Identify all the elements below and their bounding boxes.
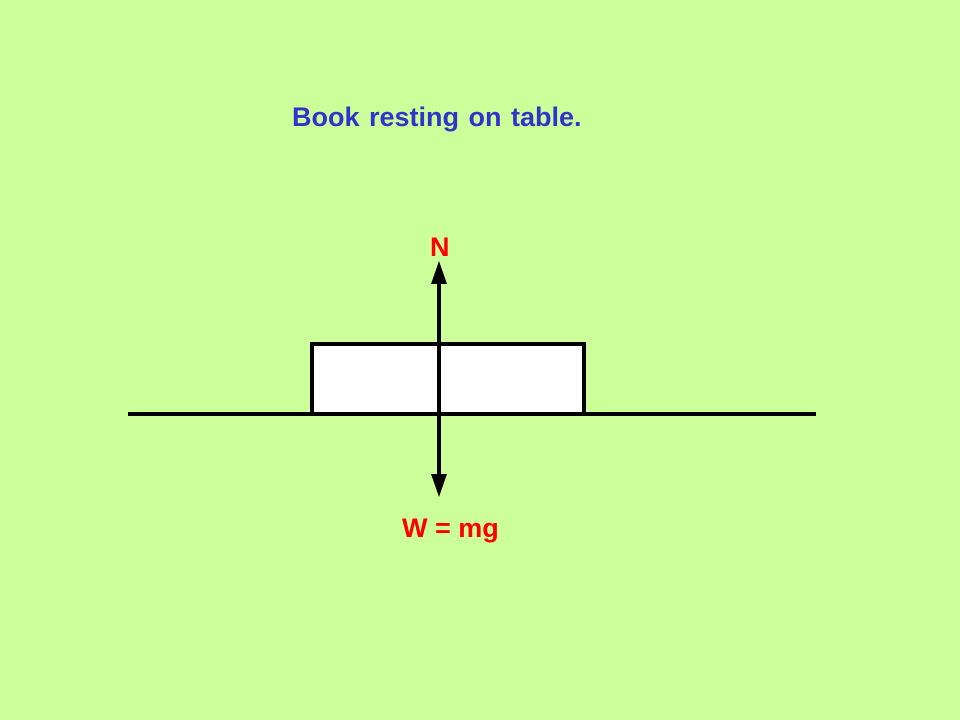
book [310, 342, 586, 416]
weight-force-arrowhead [431, 474, 447, 497]
normal-force-label: N [430, 232, 450, 262]
slide-title: Book resting on table. [292, 102, 582, 132]
normal-force-arrowhead [431, 261, 447, 284]
weight-force-label: W = mg [402, 513, 499, 543]
